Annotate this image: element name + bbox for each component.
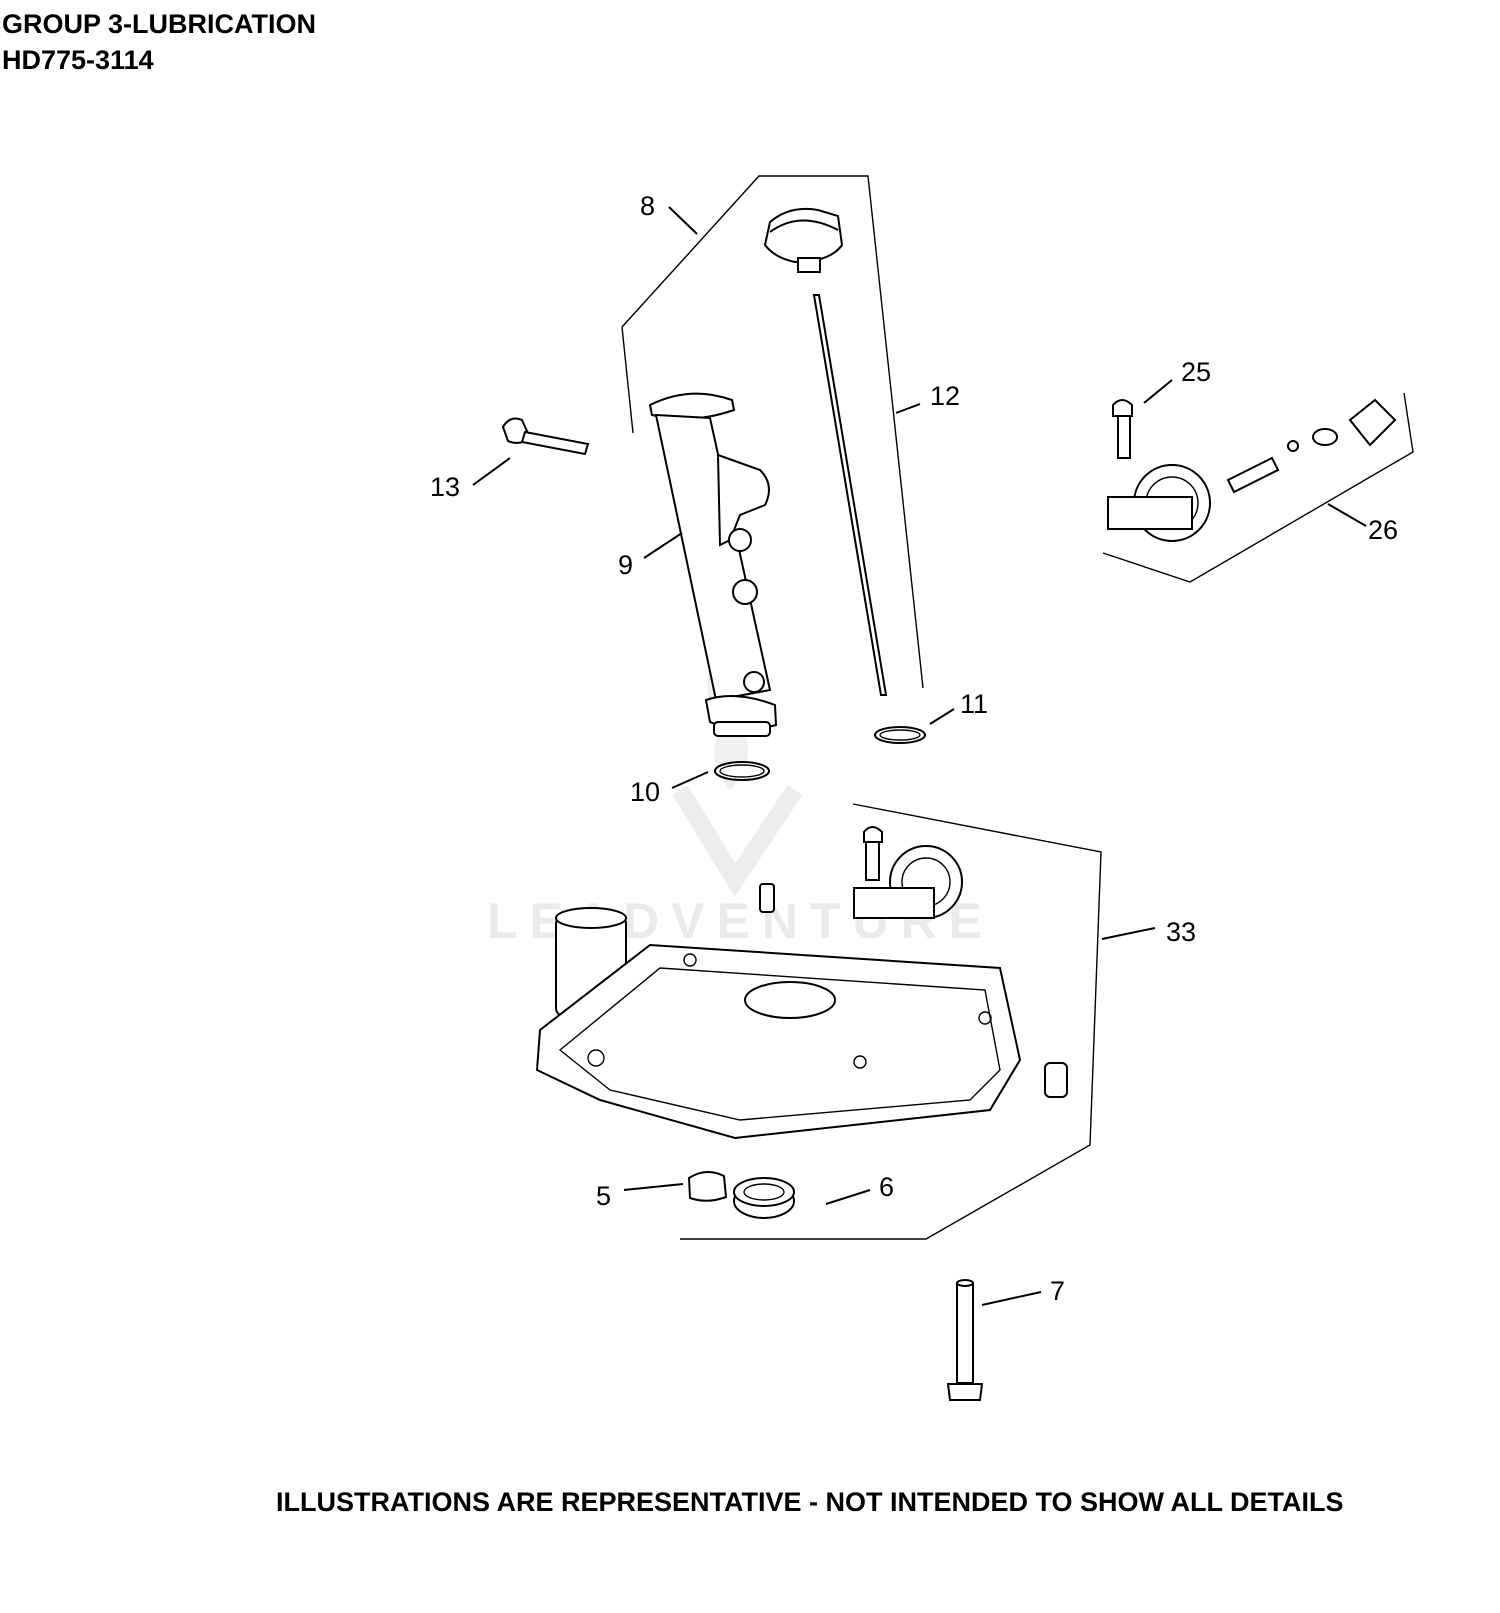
- callout-26: 26: [1368, 515, 1398, 545]
- leader-5: [623, 1183, 684, 1191]
- part-9-dipstick-tube: [648, 392, 778, 737]
- callout-12: 12: [930, 381, 960, 411]
- callout-11: 11: [960, 689, 988, 719]
- part-26-oil-pump-assembly: [1107, 398, 1397, 542]
- part-5-plug: [687, 1171, 728, 1202]
- diagram-header: GROUP 3-LUBRICATION HD775-3114: [2, 6, 316, 78]
- group-33-outline: [680, 803, 1102, 1240]
- leader-6: [825, 1189, 871, 1205]
- leader-lines: [472, 206, 1367, 1306]
- leader-7: [981, 1291, 1042, 1306]
- leader-11: [929, 708, 955, 725]
- callout-8: 8: [640, 191, 655, 221]
- part-7-bolt: [946, 1279, 984, 1401]
- leader-12: [895, 403, 921, 414]
- callout-7: 7: [1050, 1276, 1065, 1306]
- callout-5: 5: [596, 1181, 611, 1211]
- leader-9: [643, 532, 683, 559]
- callout-10: 10: [630, 777, 660, 807]
- leader-10: [671, 771, 709, 789]
- part-33-closure-plate: [535, 826, 1068, 1140]
- leader-13: [472, 457, 511, 486]
- callout-9: 9: [618, 550, 633, 580]
- callout-6: 6: [879, 1172, 894, 1202]
- leader-33: [1101, 927, 1156, 940]
- leader-25: [1143, 379, 1173, 404]
- leader-26: [1327, 503, 1367, 527]
- callout-33: 33: [1166, 917, 1196, 947]
- part-13-bolt: [501, 417, 590, 456]
- group-26-outline: [1102, 392, 1414, 583]
- disclaimer-footer: ILLUSTRATIONS ARE REPRESENTATIVE - NOT I…: [276, 1487, 1344, 1517]
- leader-8: [668, 206, 698, 235]
- model-number: HD775-3114: [2, 45, 154, 75]
- callouts: 8 12 25 13 9 26 11 10 33 5 6 7: [430, 191, 1398, 1306]
- part-12-dipstick: [763, 207, 888, 696]
- callout-13: 13: [430, 472, 460, 502]
- group-8-outline: [621, 175, 924, 689]
- part-6-oil-seal: [733, 1177, 795, 1219]
- callout-25: 25: [1181, 357, 1211, 387]
- part-25-bolt: [1112, 399, 1133, 459]
- group-title: GROUP 3-LUBRICATION: [2, 9, 317, 39]
